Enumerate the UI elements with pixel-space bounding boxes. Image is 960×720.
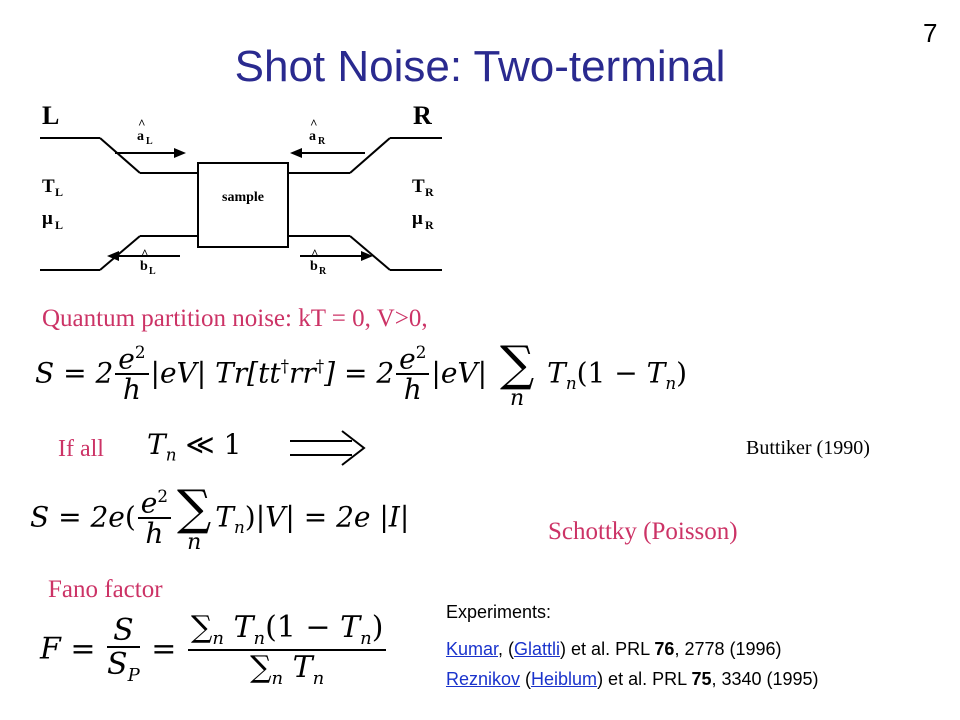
experiments-heading: Experiments: [446,602,552,622]
b-left-subscript: L [149,266,156,277]
right-chemical-potential-subscript: R [425,218,434,232]
right-temperature-subscript: R [425,185,434,199]
reference-line-reznikov: Reznikov (Heiblum) et al. PRL 75, 3340 (… [446,666,819,692]
left-temperature-symbol: T [42,176,55,197]
reference-page-year: , 3340 (1995) [711,669,819,689]
reference-separator: , ( [498,639,515,659]
buttiker-reference: Buttiker (1990) [746,437,870,459]
a-right-subscript: R [318,136,326,147]
left-temperature-subscript: L [55,185,63,199]
reference-separator: ( [520,669,532,689]
b-left-hat: ^ [141,246,149,261]
right-temperature-symbol: T [412,176,425,197]
two-terminal-diagram: L R sample T L μ L T R μ R ^ a L ^ a R ^… [40,101,442,277]
reference-journal: ) et al. PRL [597,669,692,689]
left-terminal-label: L [42,101,59,130]
a-right-symbol: a [309,129,316,144]
small-transmission-condition: Tn ≪ 1 [147,428,242,465]
b-left-symbol: b [140,259,148,274]
b-right-subscript: R [319,266,327,277]
implies-arrow-icon [290,430,366,466]
reference-page-year: , 2778 (1996) [674,639,782,659]
a-right-hat: ^ [310,116,318,131]
left-lead-top-taper [99,137,141,174]
if-all-label: If all [58,436,104,462]
reference-volume: 75 [691,669,712,689]
sample-box [197,162,289,248]
right-lead-bottom-taper [349,235,391,271]
a-left-symbol: a [137,129,144,144]
reference-line-kumar: Kumar, (Glattli) et al. PRL 76, 2778 (19… [446,636,782,662]
outgoing-left-arrowhead [107,251,119,261]
reference-journal: ) et al. PRL [560,639,655,659]
a-left-hat: ^ [138,116,146,131]
left-chemical-potential-subscript: L [55,218,63,232]
incoming-left-arrowhead [174,148,186,158]
slide-title: Shot Noise: Two-terminal [234,42,726,91]
reference-volume: 76 [654,639,675,659]
right-chemical-potential-symbol: μ [412,208,423,229]
right-terminal-label: R [413,101,432,130]
b-right-hat: ^ [311,246,319,261]
author-link-glattli[interactable]: Glattli [514,639,561,659]
author-link-heiblum[interactable]: Heiblum [531,669,598,689]
author-link-kumar[interactable]: Kumar [446,639,499,659]
right-lead-top-taper [349,137,391,174]
outgoing-right-arrowhead [361,251,373,261]
author-link-reznikov[interactable]: Reznikov [446,669,521,689]
quantum-partition-heading: Quantum partition noise: kT = 0, V>0, [42,305,428,332]
slide-number: 7 [923,18,938,48]
a-left-subscript: L [146,136,153,147]
b-right-symbol: b [310,259,318,274]
schottky-poisson-label: Schottky (Poisson) [548,518,738,545]
incoming-right-arrowhead [290,148,302,158]
left-lead-bottom-taper [99,235,141,271]
fano-factor-label: Fano factor [48,576,163,603]
sample-label: sample [222,190,264,205]
left-chemical-potential-symbol: μ [42,208,53,229]
